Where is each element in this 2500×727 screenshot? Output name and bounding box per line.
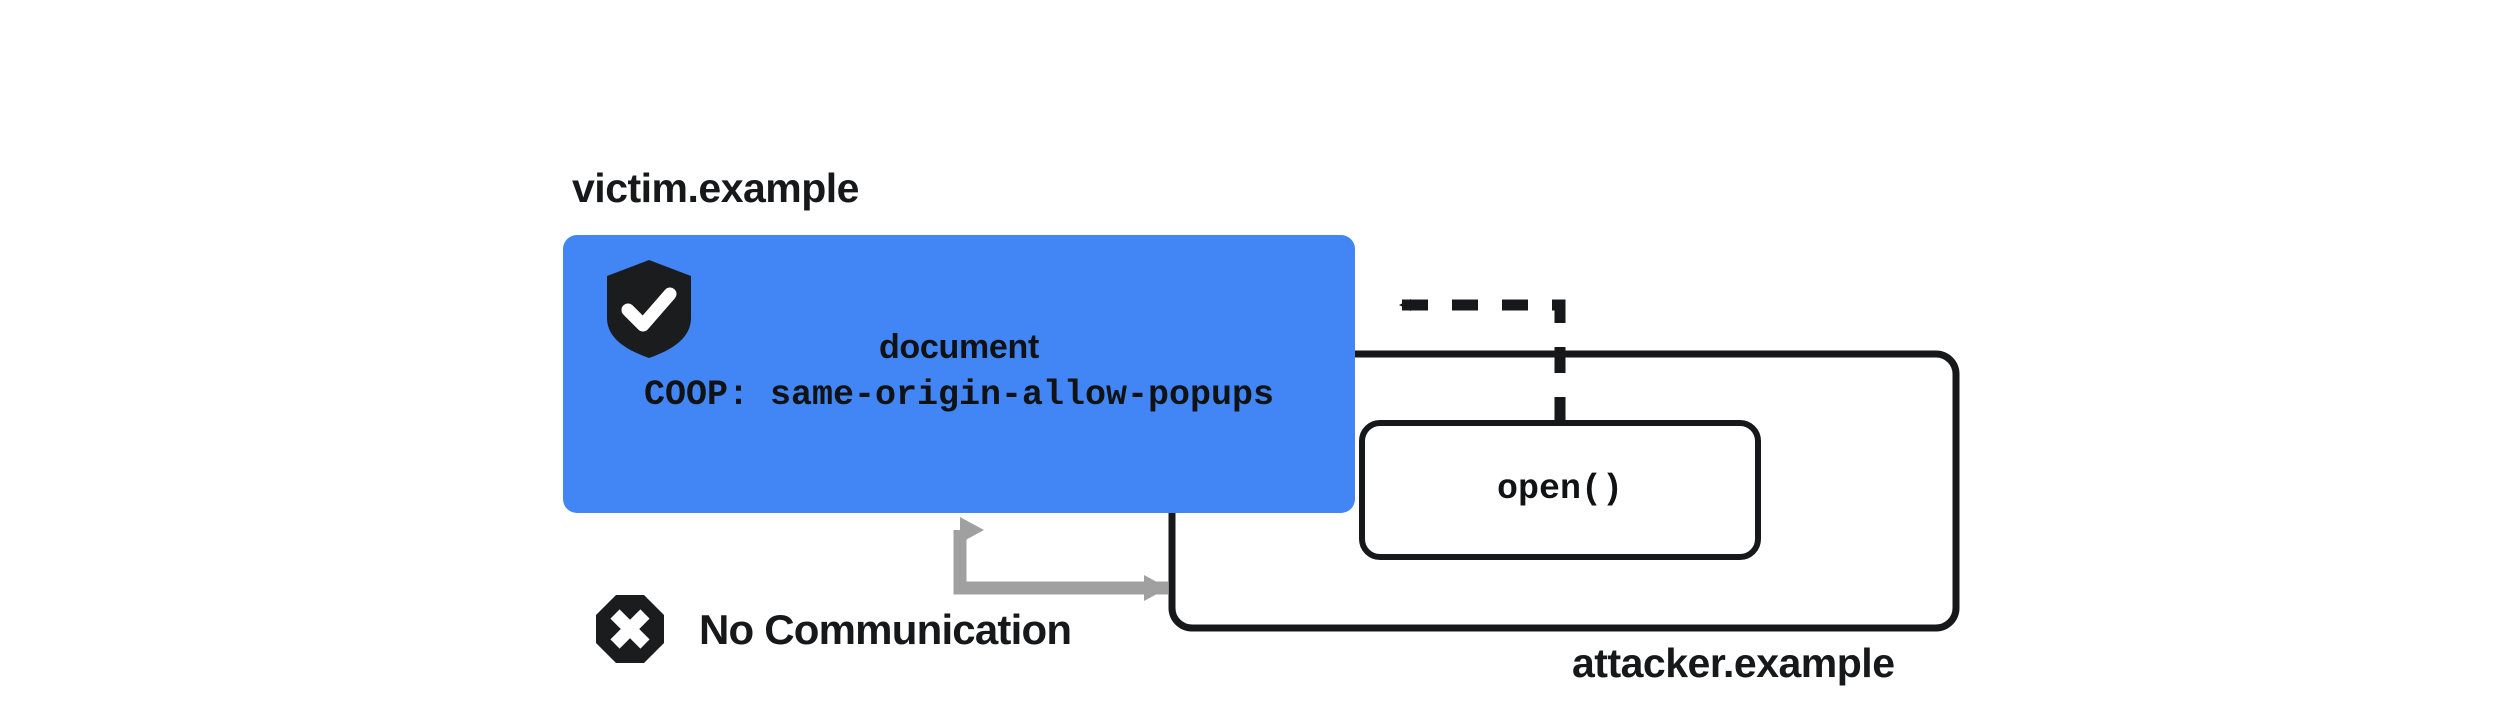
shield-check-icon — [607, 260, 691, 358]
open-arrow-dashed — [1399, 299, 1566, 423]
octagon-x-icon — [596, 595, 664, 663]
coop-header-label: COOP: same-origin-allow-popups — [643, 375, 1275, 415]
no-communication-label: No Communication — [699, 606, 1072, 653]
attacker-origin-label: attacker.example — [1572, 640, 1895, 686]
open-call-label: open() — [1496, 469, 1624, 509]
no-communication-arrow — [953, 517, 1168, 601]
attacker-context-outline — [1168, 350, 1960, 632]
victim-origin-label: victim.example — [572, 165, 860, 211]
victim-document-card — [563, 235, 1355, 513]
victim-document-label: document — [878, 328, 1040, 366]
